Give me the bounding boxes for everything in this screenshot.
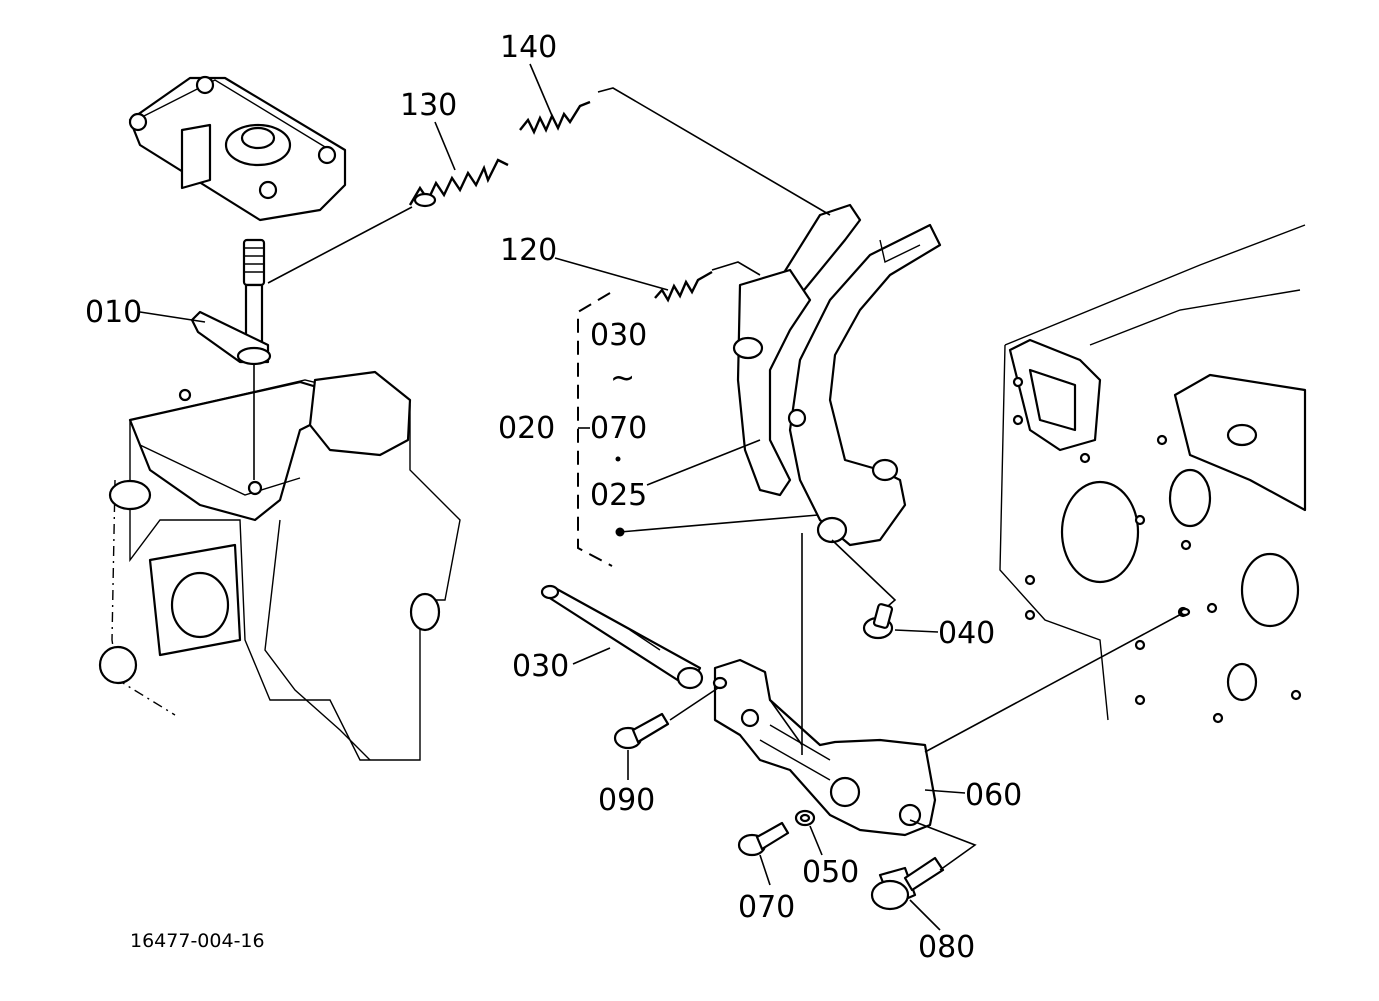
- callout-120: 120: [500, 233, 557, 268]
- group-range-symbol: ~: [610, 361, 635, 396]
- drawing-number: 16477-004-16: [130, 930, 265, 952]
- callout-090: 090: [598, 783, 655, 818]
- group-dot: [615, 456, 621, 462]
- callout-025: 025: [590, 478, 647, 513]
- leader-lines: [139, 63, 1191, 931]
- gear-case-housing: [98, 370, 461, 761]
- fork-shaft: [540, 584, 704, 690]
- callout-020: 020: [498, 411, 555, 446]
- washer-050: [794, 809, 816, 827]
- governor-lever-shaft: [190, 238, 272, 480]
- spring-140: [519, 100, 591, 135]
- callout-140: 140: [500, 30, 557, 65]
- callout-030: 030: [512, 649, 569, 684]
- callout-070: 070: [738, 890, 795, 925]
- callout-040: 040: [938, 616, 995, 651]
- bolt-040: [862, 603, 894, 640]
- callout-080: 080: [918, 930, 975, 965]
- callout-060: 060: [965, 778, 1022, 813]
- lever-bracket: [712, 658, 937, 837]
- bolt-070: [737, 821, 790, 857]
- callout-010: 010: [85, 295, 142, 330]
- spring-130: [408, 158, 509, 208]
- callout-030-group: 030: [590, 318, 647, 353]
- crankcase-housing: [999, 224, 1307, 724]
- callout-130: 130: [400, 88, 457, 123]
- group-bracket-020: [577, 292, 613, 567]
- cover-plate: [128, 75, 347, 222]
- bolt-090: [613, 712, 670, 750]
- callout-070-group: 070: [590, 411, 647, 446]
- governor-fork-lever: [732, 203, 942, 547]
- callout-050: 050: [802, 855, 859, 890]
- bolt-080: [870, 856, 945, 911]
- spring-120: [654, 270, 713, 303]
